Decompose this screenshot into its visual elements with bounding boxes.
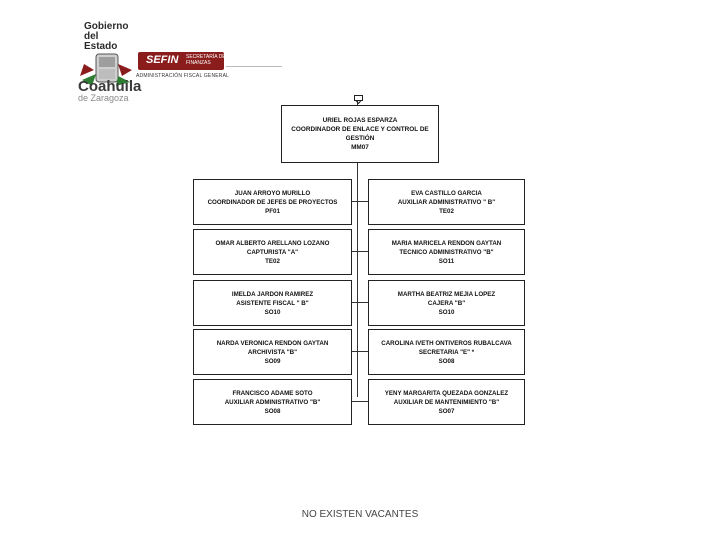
org-role: COORDINADOR DE JEFES DE PROYECTOS bbox=[207, 198, 338, 206]
org-code: SO10 bbox=[438, 308, 455, 316]
org-name: MARTHA BEATRIZ MEJIA LOPEZ bbox=[397, 290, 496, 298]
org-name: NARDA VERONICA RENDON GAYTAN bbox=[216, 339, 329, 347]
org-code: PF01 bbox=[265, 207, 280, 215]
org-role: AUXILIAR ADMINISTRATIVO "B" bbox=[224, 398, 321, 406]
org-role: AUXILIAR ADMINISTRATIVO " B" bbox=[397, 198, 496, 206]
org-name: JUAN ARROYO MURILLO bbox=[234, 189, 311, 197]
branch-line-3 bbox=[352, 302, 368, 303]
org-box-right-1: EVA CASTILLO GARCIA AUXILIAR ADMINISTRAT… bbox=[368, 179, 525, 225]
org-name: EVA CASTILLO GARCIA bbox=[411, 189, 482, 197]
org-role: AUXILIAR DE MANTENIMIENTO "B" bbox=[393, 398, 500, 406]
org-box-right-4: CAROLINA IVETH ONTIVEROS RUBALCAVA SECRE… bbox=[368, 329, 525, 375]
org-name: OMAR ALBERTO ARELLANO LOZANO bbox=[215, 239, 330, 247]
vacancy-note: NO EXISTEN VACANTES bbox=[301, 509, 419, 520]
org-name: YENY MARGARITA QUEZADA GONZALEZ bbox=[384, 389, 509, 397]
org-box-right-3: MARTHA BEATRIZ MEJIA LOPEZ CAJERA "B" SO… bbox=[368, 280, 525, 326]
org-code: MM07 bbox=[351, 144, 369, 151]
coat-of-arms-icon bbox=[80, 53, 132, 86]
org-role: ASISTENTE FISCAL " B" bbox=[236, 299, 309, 307]
logo-divider bbox=[226, 66, 282, 67]
secretaria-text: SECRETARÍA DE FINANZAS bbox=[186, 54, 226, 66]
connector-marker-icon bbox=[354, 95, 363, 104]
sefin-badge bbox=[138, 52, 224, 70]
org-role: ARCHIVISTA "B" bbox=[247, 348, 298, 356]
org-role: SECRETARIA "E" * bbox=[418, 348, 475, 356]
org-box-right-2: MARIA MARICELA RENDON GAYTAN TECNICO ADM… bbox=[368, 229, 525, 275]
org-code: SO07 bbox=[438, 407, 455, 415]
trunk-line bbox=[357, 163, 358, 397]
branch-line-5 bbox=[352, 401, 368, 402]
branch-line-2 bbox=[352, 251, 368, 252]
org-name: IMELDA JARDON RAMIREZ bbox=[231, 290, 314, 298]
org-name: CAROLINA IVETH ONTIVEROS RUBALCAVA bbox=[381, 339, 512, 347]
org-role: CAPTURISTA "A" bbox=[246, 248, 299, 256]
org-code: SO11 bbox=[438, 257, 455, 265]
org-role: TECNICO ADMINISTRATIVO "B" bbox=[399, 248, 494, 256]
logo-zaragoza-text: de Zaragoza bbox=[78, 93, 129, 103]
org-box-right-5: YENY MARGARITA QUEZADA GONZALEZ AUXILIAR… bbox=[368, 379, 525, 425]
org-box-left-3: IMELDA JARDON RAMIREZ ASISTENTE FISCAL "… bbox=[193, 280, 352, 326]
org-box-left-1: JUAN ARROYO MURILLO COORDINADOR DE JEFES… bbox=[193, 179, 352, 225]
sefin-text: SEFIN bbox=[146, 54, 179, 66]
org-code: TE02 bbox=[439, 207, 454, 215]
org-box-top: URIEL ROJAS ESPARZA COORDINADOR DE ENLAC… bbox=[281, 105, 439, 163]
logo-coahuila-text: Coahuila bbox=[78, 78, 142, 95]
org-name: FRANCISCO ADAME SOTO bbox=[232, 389, 313, 397]
org-role: CAJERA "B" bbox=[427, 299, 466, 307]
branch-line-4 bbox=[352, 351, 368, 352]
org-code: SO10 bbox=[264, 308, 281, 316]
branch-line-1 bbox=[352, 201, 368, 202]
org-code: SO09 bbox=[264, 357, 281, 365]
org-box-left-2: OMAR ALBERTO ARELLANO LOZANO CAPTURISTA … bbox=[193, 229, 352, 275]
org-name: MARIA MARICELA RENDON GAYTAN bbox=[391, 239, 502, 247]
org-role: COORDINADOR DE ENLACE Y CONTROL DE GESTI… bbox=[291, 126, 429, 142]
org-code: TE02 bbox=[265, 257, 280, 265]
gobierno-coahuila-logo: Gobierno del Estado Coahuila de Zaragoza… bbox=[68, 18, 288, 108]
admin-fiscal-text: ADMINISTRACIÓN FISCAL GENERAL bbox=[136, 73, 230, 79]
org-box-left-4: NARDA VERONICA RENDON GAYTAN ARCHIVISTA … bbox=[193, 329, 352, 375]
org-code: SO08 bbox=[438, 357, 455, 365]
org-name: URIEL ROJAS ESPARZA bbox=[322, 117, 398, 124]
org-code: SO08 bbox=[264, 407, 281, 415]
logo-gobierno-text: Gobierno del Estado bbox=[84, 21, 129, 52]
org-box-left-5: FRANCISCO ADAME SOTO AUXILIAR ADMINISTRA… bbox=[193, 379, 352, 425]
